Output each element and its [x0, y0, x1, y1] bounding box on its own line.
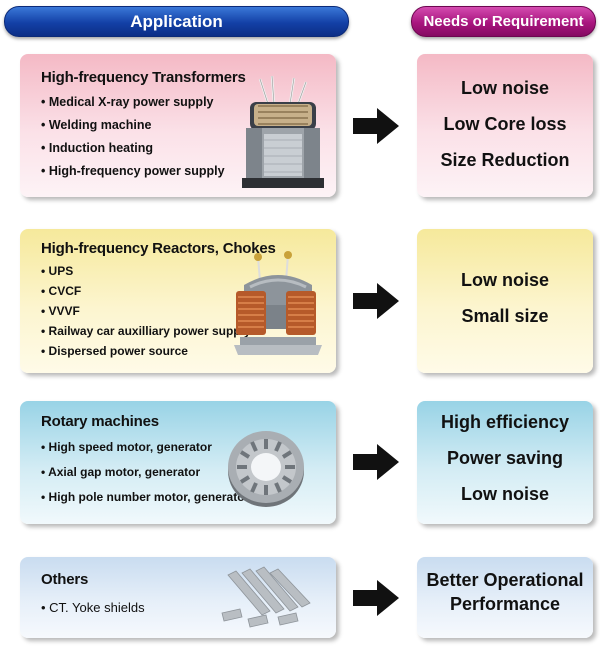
application-card-transformers: High-frequency Transformers Medical X-ra… — [20, 54, 336, 197]
needs-header-label: Needs or Requirement — [423, 13, 584, 30]
need-item: Small size — [461, 306, 549, 326]
needs-list: High efficiency Power saving Low noise — [417, 412, 593, 520]
application-title: Rotary machines — [41, 413, 159, 430]
application-title: High-frequency Transformers — [41, 69, 246, 86]
application-header: Application — [4, 6, 349, 37]
list-item: High pole number motor, generator — [41, 490, 250, 515]
needs-card-reactors-chokes: Low noise Small size — [417, 229, 593, 373]
application-title: High-frequency Reactors, Chokes — [41, 240, 276, 257]
list-item: Railway car auxilliary power supply — [41, 324, 251, 344]
application-list: High speed motor, generator Axial gap mo… — [41, 440, 249, 515]
need-item: Size Reduction — [440, 150, 570, 170]
application-header-label: Application — [130, 11, 223, 31]
list-item: VVVF — [41, 304, 251, 324]
stator-core-image — [228, 431, 304, 507]
list-item: Medical X-ray power supply — [41, 95, 225, 118]
transformer-image — [242, 75, 324, 188]
application-card-others: Others CT. Yoke shields — [20, 557, 336, 638]
need-item: Low noise — [460, 78, 549, 98]
reactor-choke-image — [234, 251, 322, 355]
application-list: CT. Yoke shields — [41, 600, 144, 615]
list-item: Welding machine — [41, 118, 225, 141]
application-list: UPS CVCF VVVF Railway car auxilliary pow… — [41, 264, 251, 364]
needs-card-transformers: Low noise Low Core loss Size Reduction — [417, 54, 593, 197]
arrow-right-icon — [353, 444, 399, 480]
need-item: Better Operational — [426, 570, 584, 590]
needs-card-rotary-machines: High efficiency Power saving Low noise — [417, 401, 593, 524]
needs-list: Low noise Small size — [417, 270, 593, 342]
yoke-shield-plates-image — [221, 566, 311, 628]
need-item: High efficiency — [440, 412, 570, 432]
needs-header: Needs or Requirement — [411, 6, 596, 37]
needs-list: Low noise Low Core loss Size Reduction — [417, 78, 593, 186]
needs-list: Better Operational Performance — [417, 570, 593, 618]
list-item: High-frequency power supply — [41, 164, 225, 187]
list-item: CT. Yoke shields — [41, 600, 144, 615]
arrow-right-icon — [353, 283, 399, 319]
need-item: Power saving — [446, 448, 564, 468]
need-item: Low noise — [460, 484, 549, 504]
needs-card-others: Better Operational Performance — [417, 557, 593, 638]
list-item: CVCF — [41, 284, 251, 304]
need-item: Performance — [449, 594, 561, 614]
arrow-right-icon — [353, 108, 399, 144]
list-item: UPS — [41, 264, 251, 284]
application-list: Medical X-ray power supply Welding machi… — [41, 95, 225, 187]
list-item: Induction heating — [41, 141, 225, 164]
need-item: Low noise — [460, 270, 549, 290]
list-item: Dispersed power source — [41, 344, 251, 364]
list-item: Axial gap motor, generator — [41, 465, 249, 490]
need-item: Low Core loss — [443, 114, 567, 134]
application-card-rotary-machines: Rotary machines High speed motor, genera… — [20, 401, 336, 524]
list-item: High speed motor, generator — [41, 440, 249, 465]
arrow-right-icon — [353, 580, 399, 616]
application-card-reactors-chokes: High-frequency Reactors, Chokes UPS CVCF… — [20, 229, 336, 373]
application-title: Others — [41, 571, 89, 588]
